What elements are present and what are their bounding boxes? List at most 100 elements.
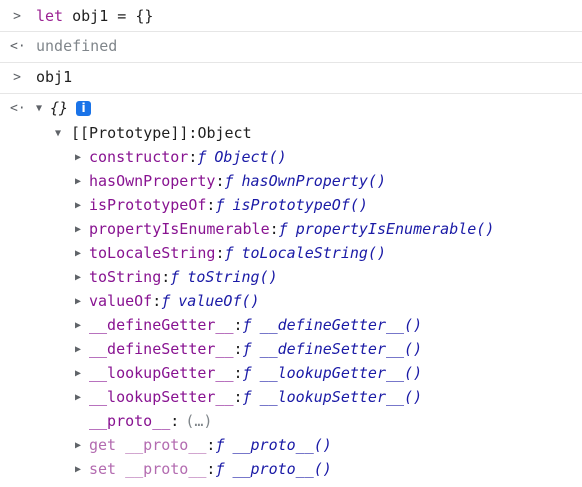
object-root-row[interactable]: <· ▼ {} i [0, 96, 582, 120]
property-key: valueOf [89, 292, 153, 310]
object-preview: {} [50, 99, 69, 117]
keyword: let [36, 7, 64, 25]
property-colon: : [152, 292, 162, 310]
result-prompt-icon: <· [10, 38, 26, 54]
function-icon: ƒ [242, 340, 252, 358]
expand-arrow-icon[interactable]: ▶ [75, 175, 82, 187]
function-value: toString() [187, 268, 278, 286]
property-colon: : [206, 460, 216, 478]
divider [0, 93, 582, 94]
function-icon: ƒ [215, 196, 225, 214]
function-value: __defineSetter__() [259, 340, 423, 358]
expand-arrow-icon[interactable]: ▶ [75, 151, 82, 163]
function-value: __proto__() [232, 460, 332, 478]
property-colon: : [170, 412, 180, 430]
property-key: toString [89, 268, 162, 286]
property-row[interactable]: ▶ __lookupGetter__: ƒ __lookupGetter__() [0, 361, 582, 385]
function-icon: ƒ [197, 148, 207, 166]
property-row[interactable]: ▶ valueOf: ƒ valueOf() [0, 289, 582, 313]
property-colon: : [233, 364, 243, 382]
property-value[interactable]: (…) [185, 412, 213, 430]
expand-arrow-icon[interactable]: ▼ [55, 127, 62, 139]
property-colon: : [233, 388, 243, 406]
property-key: constructor [89, 148, 189, 166]
expand-arrow-icon[interactable]: ▶ [75, 319, 82, 331]
function-icon: ƒ [242, 388, 252, 406]
property-key: hasOwnProperty [89, 172, 216, 190]
property-row[interactable]: ▶__lookupSetter__: ƒ__lookupSetter__() [0, 385, 582, 409]
function-icon: ƒ [278, 220, 288, 238]
expand-arrow-icon[interactable]: ▶ [75, 391, 82, 403]
result-prompt-icon: <· [10, 100, 26, 116]
function-value: __lookupGetter__() [259, 364, 423, 382]
property-colon: : [161, 268, 171, 286]
input-prompt-icon: > [13, 69, 21, 85]
property-row[interactable]: ▶ constructor: ƒ Object() [0, 145, 582, 169]
input-code: obj1 [36, 68, 73, 86]
function-value: Object() [214, 148, 287, 166]
expand-arrow-icon[interactable]: ▶ [75, 247, 82, 259]
expand-arrow-icon[interactable]: ▶ [75, 271, 82, 283]
prototype-row[interactable]: ▼ [[Prototype]] : Object [0, 121, 582, 145]
function-value: __lookupSetter__() [259, 388, 423, 406]
function-icon: ƒ [215, 460, 225, 478]
console-input-line[interactable]: > let obj1 = {} [0, 4, 582, 28]
getter-row[interactable]: ▶ get __proto__: ƒ __proto__() [0, 433, 582, 457]
property-row[interactable]: ▶__defineSetter__: ƒ__defineSetter__() [0, 337, 582, 361]
property-colon: : [206, 196, 216, 214]
expand-arrow-icon[interactable]: ▶ [75, 199, 82, 211]
property-row[interactable]: ▶ toString: ƒ toString() [0, 265, 582, 289]
property-key: __lookupGetter__ [89, 364, 234, 382]
divider [0, 31, 582, 32]
info-icon[interactable]: i [76, 100, 92, 116]
function-value: __defineGetter__() [259, 316, 423, 334]
property-colon: : [188, 148, 198, 166]
property-colon: : [233, 316, 243, 334]
property-key: __defineGetter__ [89, 316, 234, 334]
function-value: toLocaleString() [241, 244, 387, 262]
property-row[interactable]: ▶ isPrototypeOf: ƒ isPrototypeOf() [0, 193, 582, 217]
setter-row[interactable]: ▶ set __proto__: ƒ __proto__() [0, 457, 582, 481]
prototype-type: Object [197, 124, 252, 142]
property-row[interactable]: ▶ __defineGetter__: ƒ __defineGetter__() [0, 313, 582, 337]
divider [0, 62, 582, 63]
function-icon: ƒ [242, 364, 252, 382]
property-colon: : [215, 172, 225, 190]
property-colon: : [269, 220, 279, 238]
expand-arrow-icon[interactable]: ▼ [36, 102, 43, 114]
expand-arrow-icon[interactable]: ▶ [75, 295, 82, 307]
function-icon: ƒ [215, 436, 225, 454]
result-value: undefined [36, 37, 118, 55]
prototype-label: [[Prototype]] [71, 124, 189, 142]
property-key: isPrototypeOf [89, 196, 207, 214]
input-code: let obj1 = {} [36, 7, 153, 25]
property-colon: : [215, 244, 225, 262]
function-value: hasOwnProperty() [241, 172, 387, 190]
expand-arrow-icon[interactable]: ▶ [75, 463, 82, 475]
console-input-line[interactable]: > obj1 [0, 65, 582, 89]
expand-arrow-icon[interactable]: ▶ [75, 367, 82, 379]
expand-arrow-icon[interactable]: ▶ [75, 343, 82, 355]
property-row[interactable]: ▶ propertyIsEnumerable: ƒ propertyIsEnumer… [0, 217, 582, 241]
input-prompt-icon: > [13, 8, 21, 24]
function-icon: ƒ [170, 268, 180, 286]
function-value: propertyIsEnumerable() [295, 220, 495, 238]
property-key: propertyIsEnumerable [89, 220, 270, 238]
function-value: isPrototypeOf() [232, 196, 368, 214]
property-row-proto[interactable]: __proto__: (…) [0, 409, 582, 433]
getter-key: get __proto__ [89, 436, 207, 454]
function-value: valueOf() [178, 292, 260, 310]
property-key: __proto__ [89, 412, 171, 430]
function-icon: ƒ [161, 292, 171, 310]
console-result-line: <· undefined [0, 34, 582, 58]
property-colon: : [206, 436, 216, 454]
function-icon: ƒ [224, 244, 234, 262]
expand-arrow-icon[interactable]: ▶ [75, 439, 82, 451]
prototype-colon: : [188, 124, 198, 142]
expand-arrow-icon[interactable]: ▶ [75, 223, 82, 235]
function-icon: ƒ [242, 316, 252, 334]
setter-key: set __proto__ [89, 460, 207, 478]
property-colon: : [233, 340, 243, 358]
